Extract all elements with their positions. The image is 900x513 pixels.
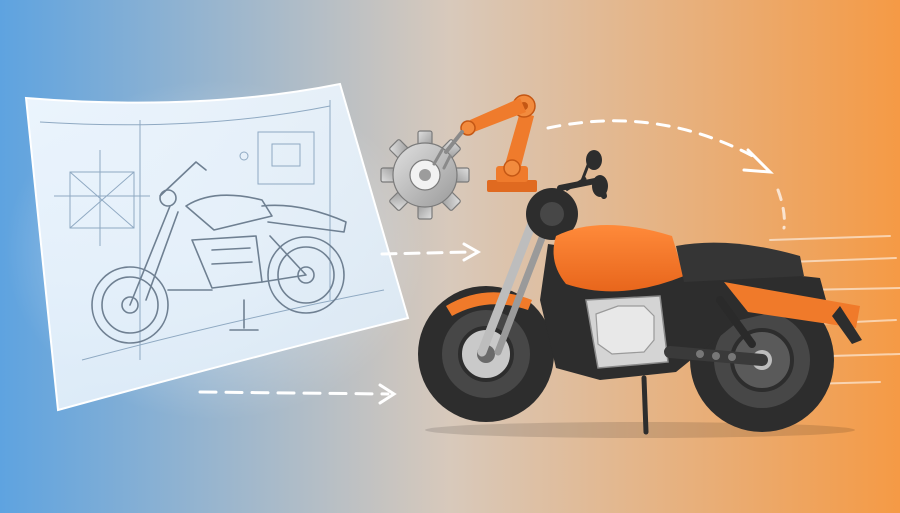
gear-icon	[380, 130, 470, 220]
blueprint-icon	[5, 80, 425, 420]
robot-arm-icon	[432, 94, 537, 192]
arrow-icon	[198, 119, 786, 405]
motorcycle-icon	[418, 150, 862, 438]
